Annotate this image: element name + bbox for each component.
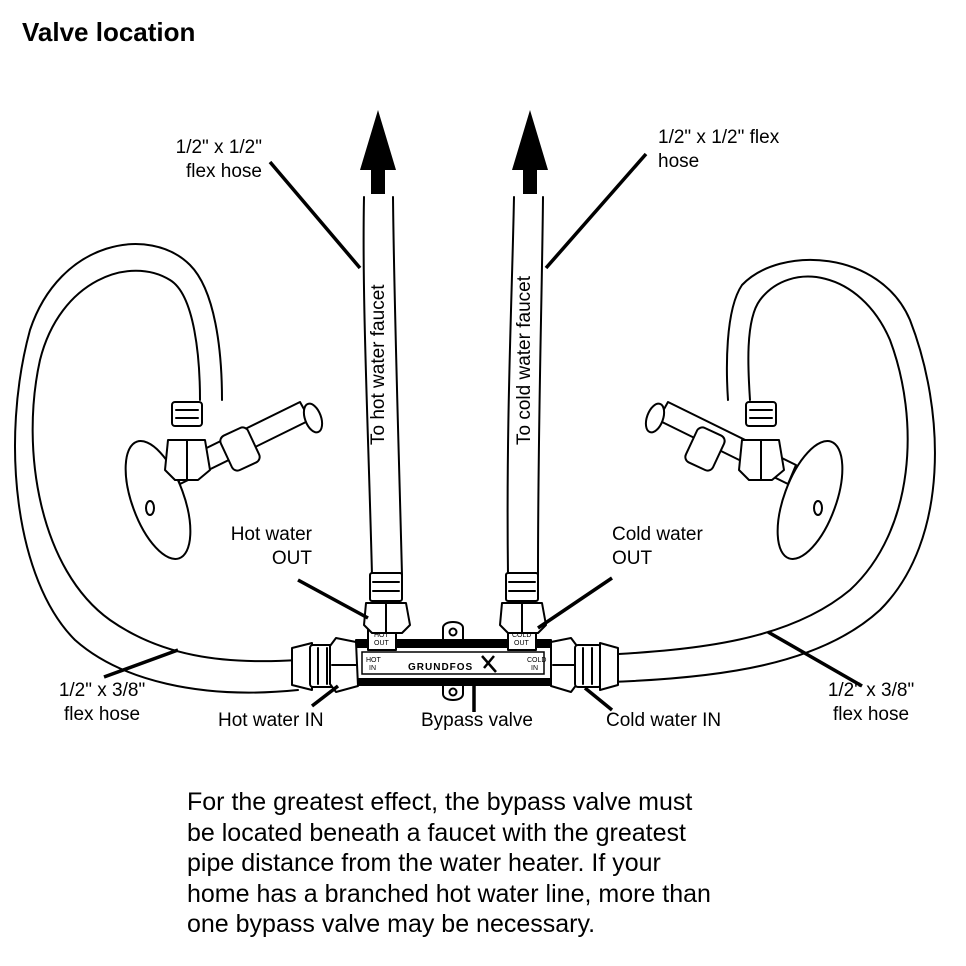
- hot-out-marking: HOT: [374, 632, 390, 639]
- hot-out-label: Hot water OUT: [200, 523, 312, 571]
- hot-out-line1: Hot water: [230, 524, 312, 545]
- hose-top-left-label: 1/2" x 1/2" flex hose: [150, 136, 262, 184]
- paragraph-line: one bypass valve may be necessary.: [187, 910, 596, 938]
- hot-in-marking: HOT: [366, 657, 382, 664]
- hot-in-fitting: [291, 637, 359, 693]
- to-cold-faucet-label: To cold water faucet: [514, 276, 535, 445]
- left-supply-hose: [14, 243, 299, 694]
- hot-in-label: Hot water IN: [218, 710, 324, 731]
- cold-in-label: Cold water IN: [606, 710, 722, 731]
- hose-top-right-label: 1/2" x 1/2" flex hose: [658, 126, 779, 174]
- cold-out-marking: COLD: [512, 632, 531, 639]
- to-hot-faucet-label: To hot water faucet: [368, 284, 389, 445]
- instruction-paragraph: For the greatest effect, the bypass valv…: [187, 787, 807, 940]
- paragraph-line: For the greatest effect, the bypass valv…: [187, 788, 693, 816]
- grundfos-brand: GRUNDFOS: [408, 662, 473, 673]
- hose-top-left-line1: 1/2" x 1/2": [175, 137, 262, 158]
- hot-out-fitting: [363, 572, 411, 634]
- hose-top-right-line2: hose: [658, 151, 700, 172]
- arrow-up-icon-hot: [360, 110, 396, 194]
- hot-in-marking-2: IN: [369, 665, 376, 672]
- bypass-valve-label: Bypass valve: [421, 710, 533, 731]
- hose-top-left-line2: flex hose: [185, 161, 262, 182]
- cold-out-line2: OUT: [612, 548, 653, 569]
- hose-bottom-right-line1: 1/2" x 3/8": [827, 680, 915, 701]
- page-title: Valve location: [22, 17, 196, 47]
- cold-faucet-hose: [506, 196, 544, 576]
- bypass-valve-body: HOT OUT COLD OUT HOT IN COLD IN GRUNDFOS: [355, 621, 552, 701]
- hose-bottom-left-line2: flex hose: [63, 704, 141, 725]
- hose-bottom-left-label: 1/2" x 3/8" flex hose: [44, 679, 160, 727]
- right-supply-hose: [599, 259, 936, 683]
- left-shutoff-valve: [124, 401, 324, 560]
- cold-in-marking-2: IN: [531, 665, 538, 672]
- cold-in-marking: COLD: [527, 657, 546, 664]
- paragraph-line: be located beneath a faucet with the gre…: [187, 818, 686, 847]
- hose-bottom-right-line2: flex hose: [832, 704, 910, 725]
- hot-faucet-hose: [362, 196, 403, 576]
- hose-top-right-line1: 1/2" x 1/2" flex: [658, 127, 780, 148]
- paragraph-line: home has a branched hot water line, more…: [187, 879, 711, 908]
- cold-out-line1: Cold water: [612, 524, 703, 545]
- cold-in-fitting: [550, 637, 619, 693]
- cold-out-label: Cold water OUT: [612, 523, 703, 571]
- hose-bottom-right-label: 1/2" x 3/8" flex hose: [812, 679, 930, 727]
- leader-lines: [103, 152, 863, 712]
- cold-out-marking-2: OUT: [514, 640, 530, 647]
- hot-out-marking-2: OUT: [374, 640, 390, 647]
- grundfos-logo-icon: [481, 655, 497, 673]
- arrow-up-icon-cold: [512, 110, 548, 194]
- hose-bottom-left-line1: 1/2" x 3/8": [58, 680, 146, 701]
- hot-out-line2: OUT: [271, 548, 312, 569]
- paragraph-line: pipe distance from the water heater. If …: [187, 849, 661, 877]
- right-shutoff-valve: [644, 401, 844, 560]
- cold-out-fitting: [499, 572, 547, 634]
